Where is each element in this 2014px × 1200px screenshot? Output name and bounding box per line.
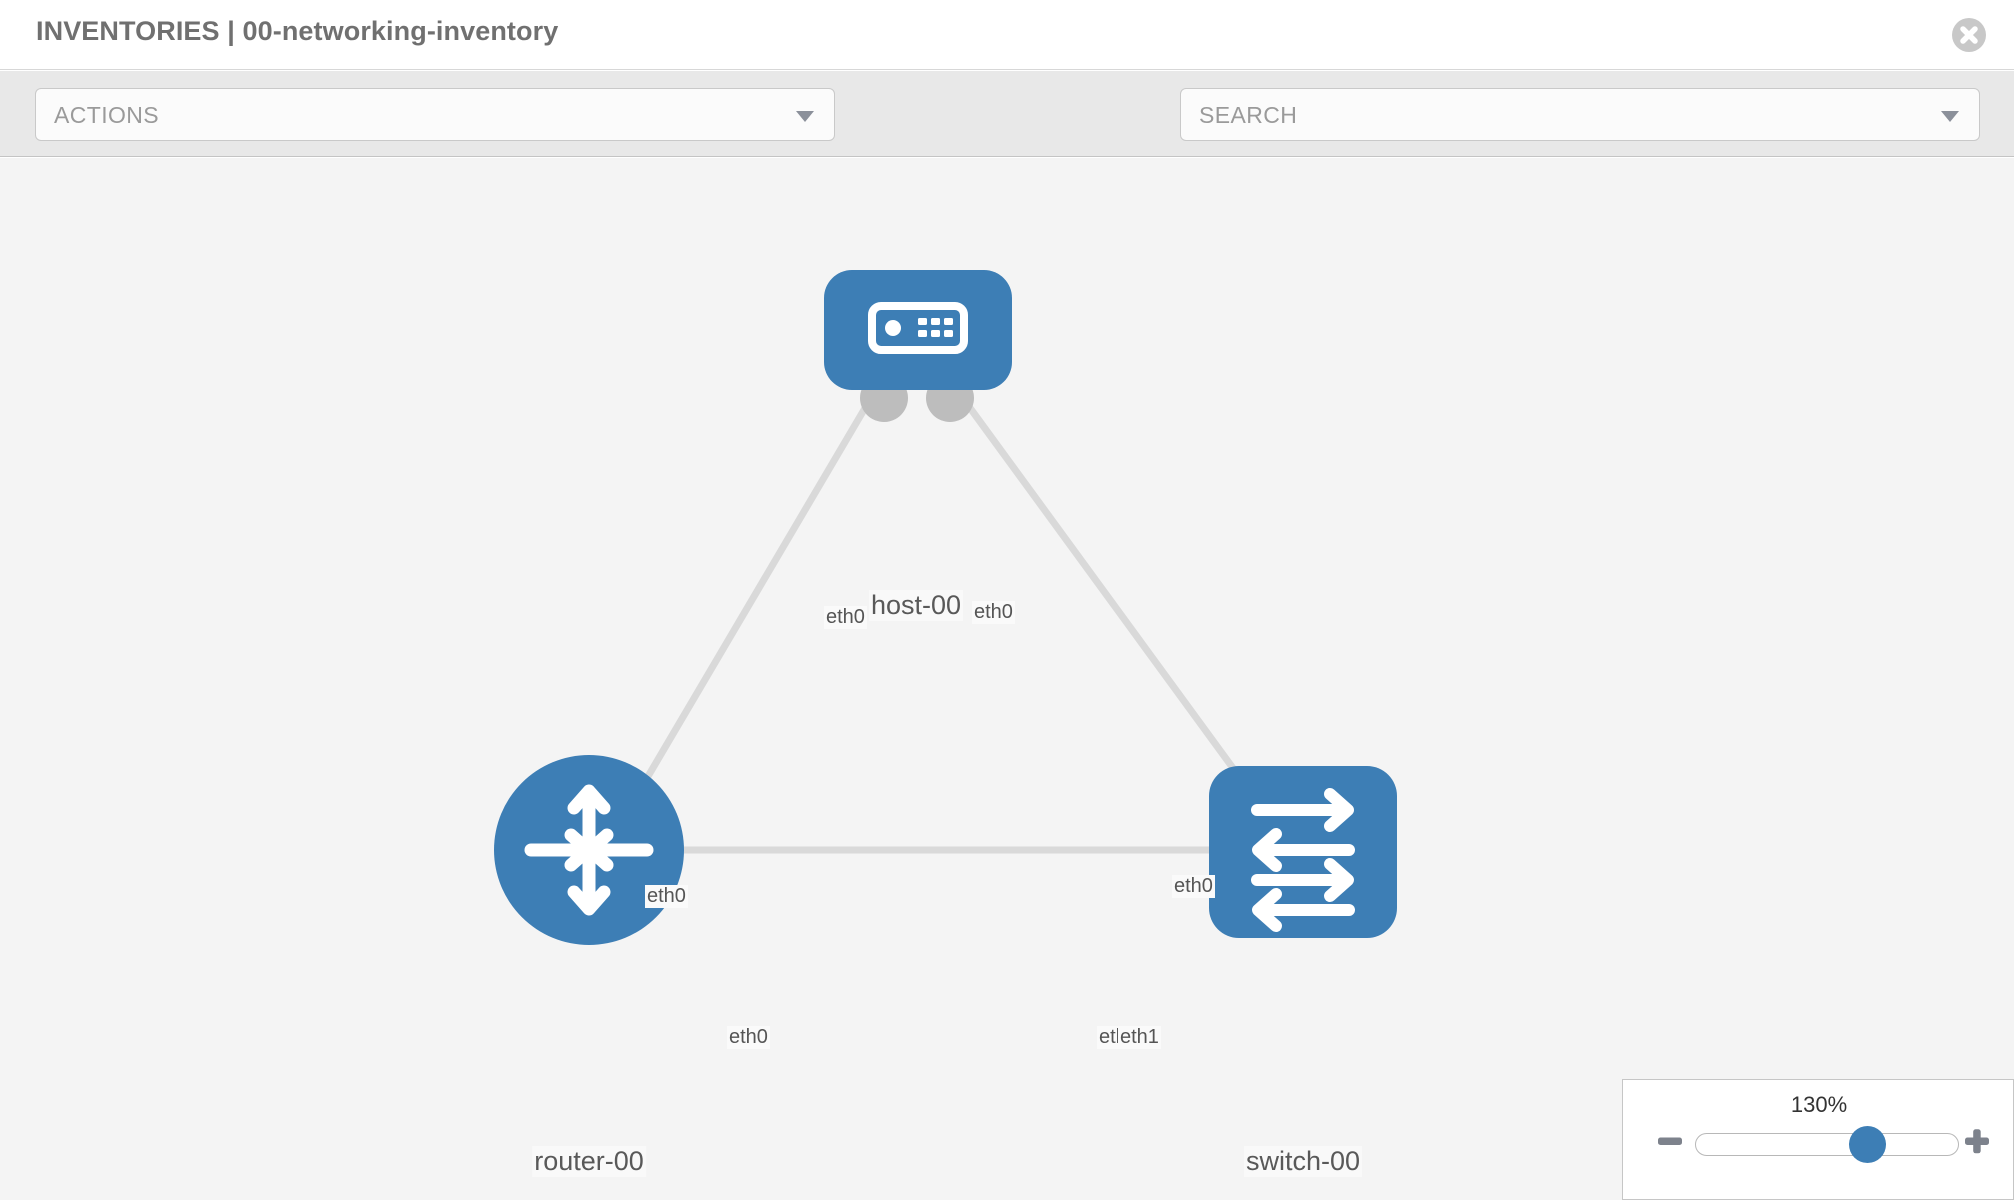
node-label-host: host-00 [868,590,964,621]
node-label-router: router-00 [532,1146,646,1177]
edge-host-router [623,384,882,814]
edge-label: eth0 [824,606,867,629]
actions-dropdown[interactable]: ACTIONS [35,88,835,141]
plus-icon[interactable] [1960,1124,1994,1158]
node-label-switch: switch-00 [1243,1146,1363,1177]
zoom-slider-thumb[interactable] [1849,1126,1886,1163]
edge-group [623,383,1268,854]
actions-dropdown-label: ACTIONS [54,102,160,128]
connector-group [625,374,1274,874]
page-title: INVENTORIES | 00-networking-inventory [36,16,559,46]
node-switch-00 [1209,766,1397,938]
topology-graph [494,270,1397,945]
close-icon[interactable] [1952,18,1986,52]
edge-label: eth0 [727,1026,770,1049]
zoom-panel: 130% [1622,1079,2014,1200]
topology-canvas[interactable]: eth0 eth0 eth0 eth0 eth0 eth eth1 host-0… [0,158,2014,1200]
page-header: INVENTORIES | 00-networking-inventory [0,0,2014,70]
search-placeholder: SEARCH [1199,102,1298,128]
node-host-00 [824,270,1012,390]
zoom-slider[interactable] [1695,1133,1959,1156]
minus-icon[interactable] [1653,1124,1687,1158]
chevron-down-icon [1941,111,1959,122]
edge-label: eth1 [1118,1026,1161,1049]
edge-label: eth0 [1172,875,1215,898]
zoom-level-value: 130% [1790,1092,1848,1117]
search-input[interactable]: SEARCH [1180,88,1980,141]
chevron-down-icon [796,111,814,122]
node-router-00 [494,755,684,945]
edge-label: eth0 [972,601,1015,624]
edge-host-switch [951,383,1268,815]
toolbar: ACTIONS SEARC [0,71,2014,195]
edge-label: eth0 [645,885,688,908]
